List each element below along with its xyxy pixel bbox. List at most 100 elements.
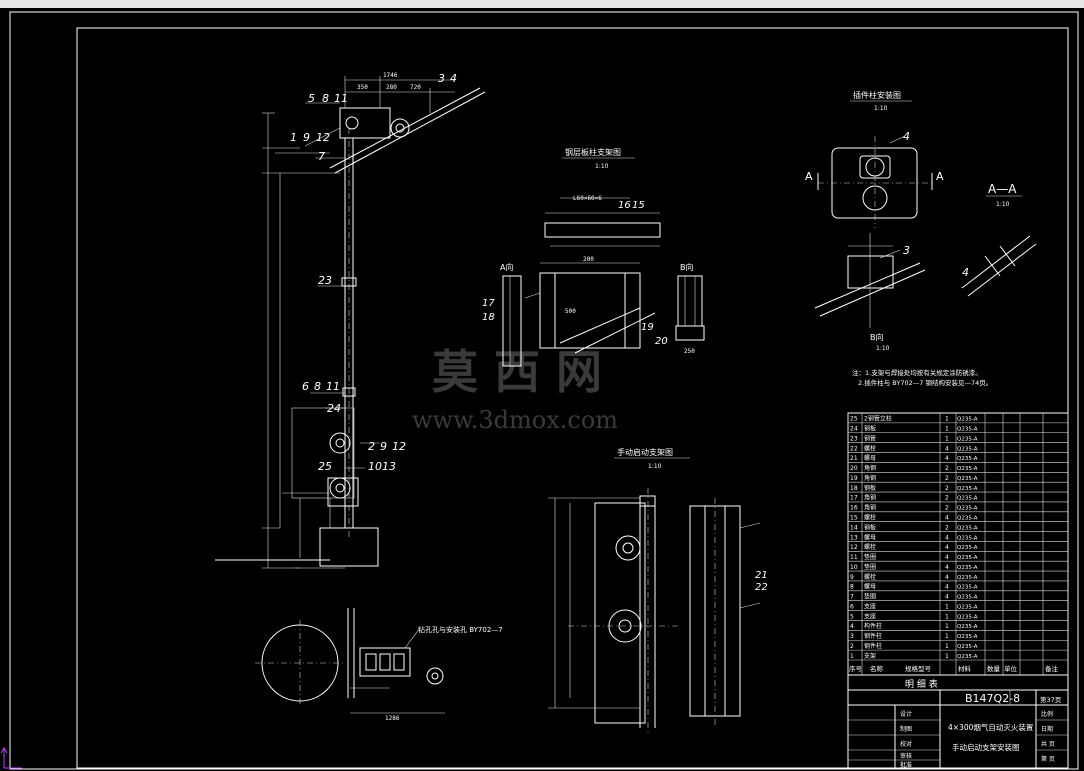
bom-row-qty: 2 (945, 475, 949, 482)
svg-text:www.3dmox.com: www.3dmox.com (412, 406, 618, 434)
bom-row-qty: 1 (945, 653, 949, 660)
bom-row-name: 角钢 (864, 474, 876, 482)
bom-row-name: 螺栓 (864, 543, 876, 551)
bottom-middle-view[interactable]: 手动启动支架图 1:10 21 22 (548, 447, 768, 733)
bom-row-name: 螺母 (864, 583, 876, 591)
bom-header-cell: 数量 (987, 664, 1001, 673)
bom-row-no: 10 (850, 564, 858, 571)
bom-row-no: 7 (850, 594, 854, 601)
bom-row-no: 9 (850, 574, 854, 581)
bom-header-cell: 规格型号 (905, 664, 932, 673)
svg-text:1:10: 1:10 (876, 345, 890, 352)
bom-row-qty: 4 (945, 455, 949, 462)
bom-row-material: Q235-A (957, 545, 978, 551)
bom-header-cell: 单位 (1004, 664, 1018, 673)
bom-row-no: 22 (850, 445, 858, 452)
bom-row-no: 25 (850, 416, 858, 423)
bom-row-no: 1 (850, 653, 854, 660)
right-install-view[interactable]: 插件柱安装图 1:10 4 A A A—A 1:10 4 3 B向 1:10 注… (805, 90, 1037, 387)
bom-row-no: 11 (850, 554, 858, 561)
bom-row-qty: 2 (945, 495, 949, 502)
ucs-icon (0, 747, 22, 769)
svg-text:手动启动支架图: 手动启动支架图 (617, 447, 673, 457)
svg-text:B向: B向 (870, 332, 884, 342)
bom-row-qty: 1 (945, 416, 949, 423)
bom-row-material: Q235-A (957, 525, 978, 531)
svg-text:日期: 日期 (1041, 725, 1053, 733)
bom-row-no: 16 (850, 505, 858, 512)
title-block[interactable]: 明 细 表 B147Q2-8 第37页 4×300烟气自动灭火装置 手动启动支架… (847, 674, 1069, 769)
bom-row-no: 14 (850, 524, 858, 531)
svg-text:19: 19 (641, 322, 654, 333)
svg-text:25: 25 (318, 460, 332, 473)
bom-row-material: Q235-A (957, 535, 978, 541)
bom-row-name: 角钢 (864, 464, 876, 472)
bom-row-no: 5 (850, 613, 854, 620)
svg-text:设计: 设计 (900, 710, 912, 718)
bom-row-no: 15 (850, 515, 858, 522)
svg-text:1:10: 1:10 (874, 105, 888, 112)
svg-text:审核: 审核 (900, 752, 912, 760)
bom-row-name: 螺母 (864, 533, 876, 541)
bom-row-no: 2 (850, 643, 854, 650)
bom-row-name: 螺栓 (864, 514, 876, 522)
svg-text:4: 4 (903, 130, 910, 143)
bom-row-no: 3 (850, 633, 854, 640)
bom-row-name: 钢板 (864, 425, 876, 433)
bom-row-name: 钢件柱 (864, 632, 882, 640)
bom-row-material: Q235-A (957, 585, 978, 591)
bom-row-qty: 2 (945, 524, 949, 531)
svg-text:250: 250 (684, 348, 695, 355)
svg-text:13: 13 (382, 460, 396, 473)
bom-row-no: 4 (850, 623, 854, 630)
bom-row-material: Q235-A (957, 555, 978, 561)
bom-row-name: 构件柱 (864, 622, 882, 630)
svg-text:200: 200 (583, 256, 594, 263)
left-elevation-view[interactable]: 5 8 11 1 9 12 7 23 6 8 11 24 2 9 12 25 1… (215, 72, 486, 569)
bom-row-material: Q235-A (957, 446, 978, 452)
bom-row-no: 18 (850, 485, 858, 492)
svg-text:11: 11 (326, 380, 340, 393)
bom-row-name: 垫圈 (864, 593, 876, 601)
bom-row-no: 13 (850, 534, 858, 541)
svg-text:4: 4 (962, 266, 969, 279)
bom-row-qty: 1 (945, 435, 949, 442)
bom-row-no: 12 (850, 544, 858, 551)
svg-text:3: 3 (438, 72, 445, 85)
bom-row-material: Q235-A (957, 456, 978, 462)
bom-row-qty: 1 (945, 633, 949, 640)
bom-row-qty: 4 (945, 515, 949, 522)
bom-row-name: 螺栓 (864, 444, 876, 452)
bom-row-material: Q235-A (957, 575, 978, 581)
bom-row-material: Q235-A (957, 614, 978, 620)
bom-row-qty: 1 (945, 613, 949, 620)
bom-row-qty: 4 (945, 564, 949, 571)
bom-row-qty: 4 (945, 574, 949, 581)
svg-text:280: 280 (386, 84, 397, 91)
svg-text:720: 720 (410, 84, 421, 91)
svg-text:12: 12 (316, 131, 330, 144)
bom-row-material: Q235-A (957, 644, 978, 650)
svg-text:1:10: 1:10 (595, 163, 609, 170)
svg-text:插件柱安装图: 插件柱安装图 (853, 90, 901, 100)
bom-row-qty: 4 (945, 554, 949, 561)
title-line-2: 手动启动支架安装图 (952, 742, 1020, 752)
bom-row-material: Q235-A (957, 595, 978, 601)
bom-row-qty: 2 (945, 505, 949, 512)
bom-row-name: 角钢 (864, 504, 876, 512)
svg-text:第 页: 第 页 (1041, 755, 1055, 763)
bottom-left-detail[interactable]: 钻孔孔与安装孔 BY702—7 1286 (255, 608, 503, 722)
svg-text:注：1.支架与焊接处均按有关规定涂防锈漆。: 注：1.支架与焊接处均按有关规定涂防锈漆。 (852, 368, 982, 377)
middle-bracket-view[interactable]: 钢层板柱支架图 1:10 L60×60×6 16 15 A向 17 18 200… (482, 147, 705, 367)
cad-drawing-canvas[interactable]: 莫 西 网 www.3dmox.com (0, 8, 1084, 771)
bom-label: 明 细 表 (905, 678, 938, 690)
title-line-1: 4×300烟气自动灭火装置 (948, 722, 1034, 732)
page-number: 第37页 (1040, 695, 1062, 704)
bom-row-name: 钢件柱 (864, 642, 882, 650)
bom-row-material: Q235-A (957, 427, 978, 433)
svg-text:350: 350 (357, 84, 368, 91)
bom-row-material: Q235-A (957, 466, 978, 472)
bom-row-material: Q235-A (957, 565, 978, 571)
bom-row-material: Q235-A (957, 417, 978, 423)
